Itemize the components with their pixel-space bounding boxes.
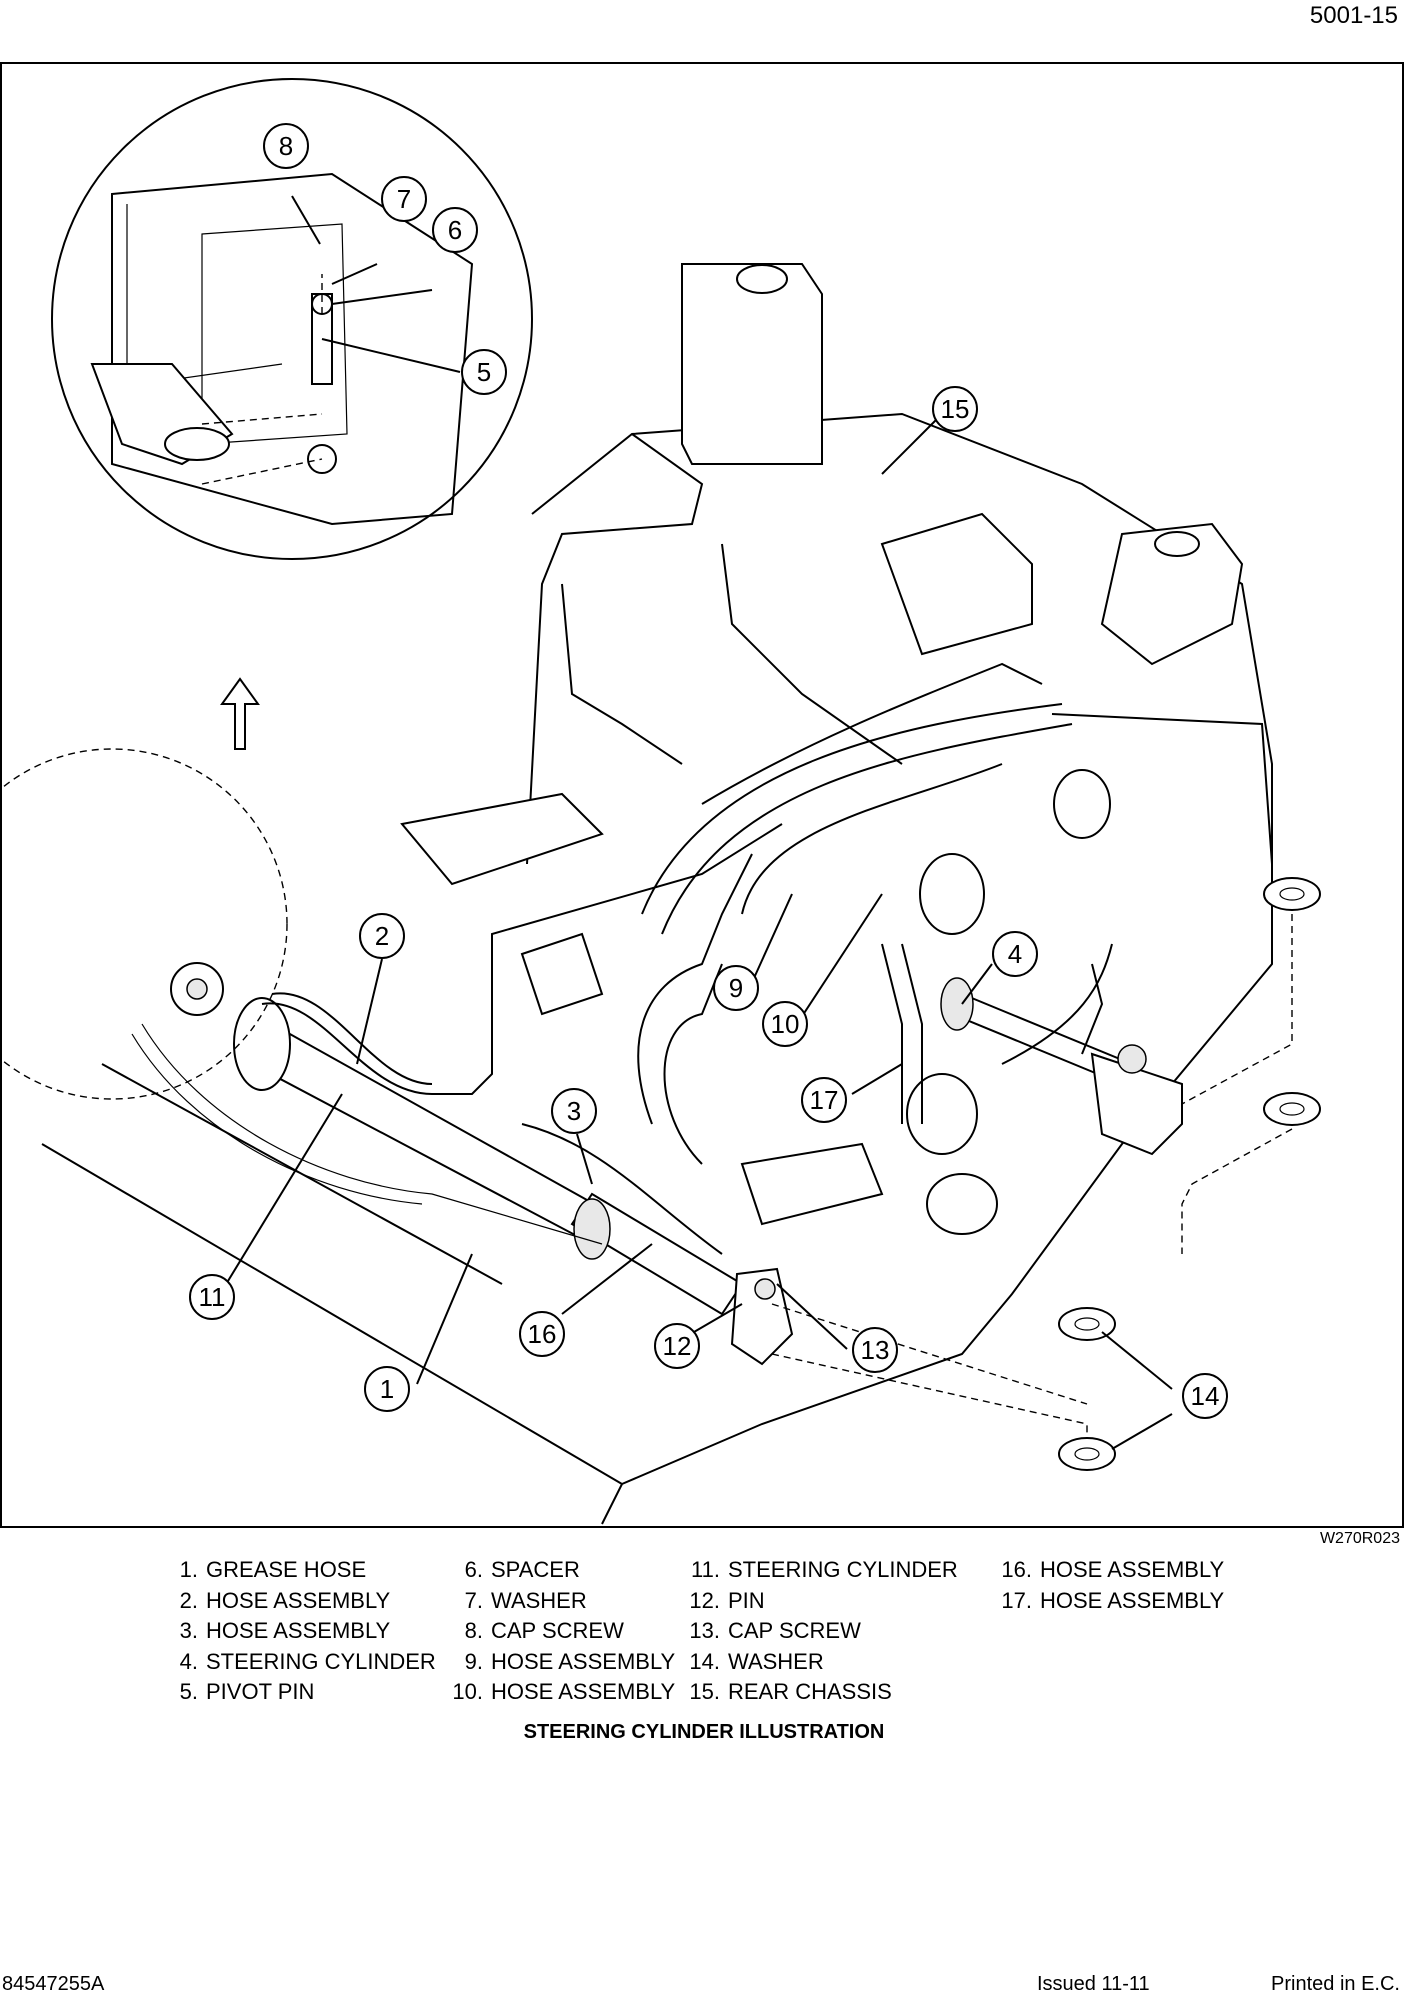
svg-text:10: 10 — [771, 1009, 800, 1039]
legend-column-4: 16.HOSE ASSEMBLY 17.HOSE ASSEMBLY — [992, 1555, 1224, 1616]
svg-text:4: 4 — [1008, 939, 1022, 969]
svg-text:9: 9 — [729, 973, 743, 1003]
svg-text:7: 7 — [397, 184, 411, 214]
legend-item: 14.WASHER — [689, 1648, 824, 1674]
callout-16: 16 — [519, 1311, 565, 1357]
legend-item: 1.GREASE HOSE — [179, 1557, 367, 1582]
callout-6: 6 — [432, 207, 478, 253]
steering-cylinder-drawing: 1 2 3 4 5 6 7 8 9 10 11 12 13 14 15 — [2, 78, 1321, 1525]
legend-item: 7.WASHER — [464, 1587, 587, 1613]
footer-part-number: 84547255A — [2, 1973, 105, 1995]
callout-7: 7 — [381, 176, 427, 222]
svg-text:11: 11 — [199, 1282, 226, 1312]
svg-text:8: 8 — [279, 131, 293, 161]
legend-column-3: 11.STEERING CYLINDER 12.PIN 13.CAP SCREW… — [680, 1555, 958, 1708]
svg-text:13: 13 — [861, 1335, 890, 1365]
footer-issued: Issued 11-11 — [1037, 1973, 1150, 1995]
hose-routing — [131, 543, 1113, 1255]
svg-text:2: 2 — [375, 921, 389, 951]
callout-13: 13 — [852, 1327, 898, 1373]
svg-text:1: 1 — [380, 1374, 394, 1404]
legend-item: 9.HOSE ASSEMBLY — [464, 1648, 676, 1674]
svg-text:12: 12 — [663, 1331, 692, 1361]
legend-item: 15.REAR CHASSIS — [689, 1679, 892, 1704]
legend-item: 11.STEERING CYLINDER — [691, 1557, 958, 1582]
direction-arrow-icon — [220, 677, 260, 750]
steering-cylinder-left — [2, 748, 794, 1366]
page-number: 5001-15 — [1309, 2, 1398, 29]
washers — [771, 877, 1321, 1471]
svg-text:6: 6 — [448, 215, 462, 245]
callout-17: 17 — [801, 1077, 847, 1123]
steering-cylinder-right — [906, 977, 1183, 1156]
callout-14: 14 — [1182, 1373, 1228, 1419]
legend-item: 13.CAP SCREW — [689, 1618, 861, 1643]
callout-4: 4 — [992, 931, 1038, 977]
legend-item: 6.SPACER — [464, 1557, 580, 1582]
svg-text:14: 14 — [1191, 1381, 1220, 1411]
callout-3: 3 — [551, 1088, 597, 1134]
legend-item: 16.HOSE ASSEMBLY — [1001, 1557, 1225, 1582]
callout-1: 1 — [364, 1366, 410, 1412]
callout-2: 2 — [359, 913, 405, 959]
svg-text:17: 17 — [810, 1085, 839, 1115]
footer-printed: Printed in E.C. — [1271, 1973, 1400, 1995]
callout-5: 5 — [461, 349, 507, 395]
legend-item: 10.HOSE ASSEMBLY — [452, 1679, 676, 1704]
figure-code: W270R023 — [1319, 1530, 1400, 1547]
figure-caption: STEERING CYLINDER ILLUSTRATION — [523, 1721, 885, 1743]
callout-12: 12 — [654, 1323, 700, 1369]
svg-text:5: 5 — [477, 357, 491, 387]
legend-item: 4.STEERING CYLINDER — [179, 1648, 436, 1674]
callout-10: 10 — [762, 1001, 808, 1047]
svg-text:3: 3 — [567, 1096, 581, 1126]
legend-item: 3.HOSE ASSEMBLY — [179, 1618, 391, 1643]
callout-8: 8 — [263, 123, 309, 169]
illustration-frame: 1 2 3 4 5 6 7 8 9 10 11 12 13 14 15 — [0, 62, 1404, 1528]
legend-column-2: 6.SPACER 7.WASHER 8.CAP SCREW 9.HOSE ASS… — [443, 1555, 675, 1708]
legend-column-1: 1.GREASE HOSE 2.HOSE ASSEMBLY 3.HOSE ASS… — [158, 1555, 436, 1708]
legend-item: 5.PIVOT PIN — [179, 1679, 315, 1704]
legend-item: 8.CAP SCREW — [464, 1618, 624, 1643]
svg-text:15: 15 — [941, 394, 970, 424]
svg-text:16: 16 — [528, 1319, 557, 1349]
legend-item: 2.HOSE ASSEMBLY — [179, 1587, 391, 1613]
callout-11: 11 — [189, 1274, 235, 1320]
legend-item: 12.PIN — [689, 1587, 765, 1613]
legend-item: 17.HOSE ASSEMBLY — [1001, 1587, 1225, 1613]
callout-9: 9 — [713, 965, 759, 1011]
callout-15: 15 — [932, 386, 978, 432]
